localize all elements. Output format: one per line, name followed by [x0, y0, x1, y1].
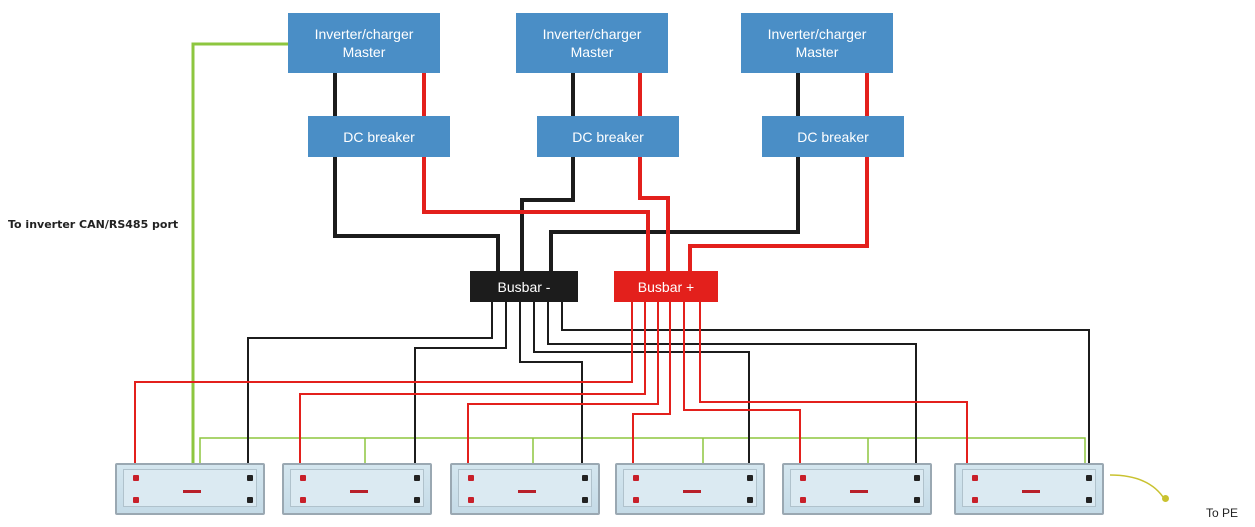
battery-module-5 — [782, 463, 932, 515]
battery-neg-wire — [247, 302, 493, 475]
battery-module-3 — [450, 463, 600, 515]
inverter-line2: Master — [570, 44, 614, 60]
battery-pos-wire — [467, 302, 659, 475]
busbar-positive: Busbar + — [614, 271, 718, 302]
dc-breaker-1: DC breaker — [308, 116, 450, 157]
battery-neg-wire — [547, 302, 917, 475]
battery-module-2 — [282, 463, 432, 515]
battery-module-4 — [615, 463, 765, 515]
battery-pos-wire — [299, 302, 646, 475]
comm-wire — [191, 42, 288, 488]
neg-wire — [520, 157, 575, 271]
battery-neg-wire — [414, 302, 507, 475]
neg-wire — [549, 157, 800, 271]
dc-breaker-label: DC breaker — [572, 128, 644, 145]
battery-neg-wire — [533, 302, 750, 475]
battery-pos-wire — [632, 302, 671, 475]
inverter-line1: Inverter/charger — [542, 26, 642, 42]
inverter-charger-master-1: Inverter/charger Master — [288, 13, 440, 73]
battery-neg-wire — [561, 302, 1090, 475]
inverter-charger-master-3: Inverter/charger Master — [741, 13, 893, 73]
pos-wire — [638, 157, 670, 271]
pe-label: To PE — [1206, 506, 1239, 520]
battery-neg-wire — [519, 302, 583, 475]
battery-pos-wire — [683, 302, 801, 475]
battery-module-1 — [115, 463, 265, 515]
inverter-line2: Master — [342, 44, 386, 60]
dc-breaker-label: DC breaker — [343, 128, 415, 145]
dc-breaker-label: DC breaker — [797, 128, 869, 145]
inverter-line1: Inverter/charger — [314, 26, 414, 42]
inverter-line1: Inverter/charger — [767, 26, 867, 42]
inverter-line2: Master — [795, 44, 839, 60]
busbar-negative-label: Busbar - — [497, 278, 551, 295]
battery-pos-wire — [699, 302, 968, 475]
busbar-negative: Busbar - — [470, 271, 578, 302]
can-port-label: To inverter CAN/RS485 port — [8, 218, 179, 231]
pe-wire — [1109, 474, 1166, 501]
neg-wire — [333, 157, 500, 271]
pos-wire — [422, 157, 650, 271]
battery-pos-wire — [134, 302, 633, 475]
inverter-charger-master-2: Inverter/charger Master — [516, 13, 668, 73]
dc-breaker-3: DC breaker — [762, 116, 904, 157]
busbar-positive-label: Busbar + — [637, 278, 695, 295]
pe-ground-icon — [1162, 495, 1169, 502]
battery-module-6 — [954, 463, 1104, 515]
dc-breaker-2: DC breaker — [537, 116, 679, 157]
pos-wire — [688, 157, 869, 271]
